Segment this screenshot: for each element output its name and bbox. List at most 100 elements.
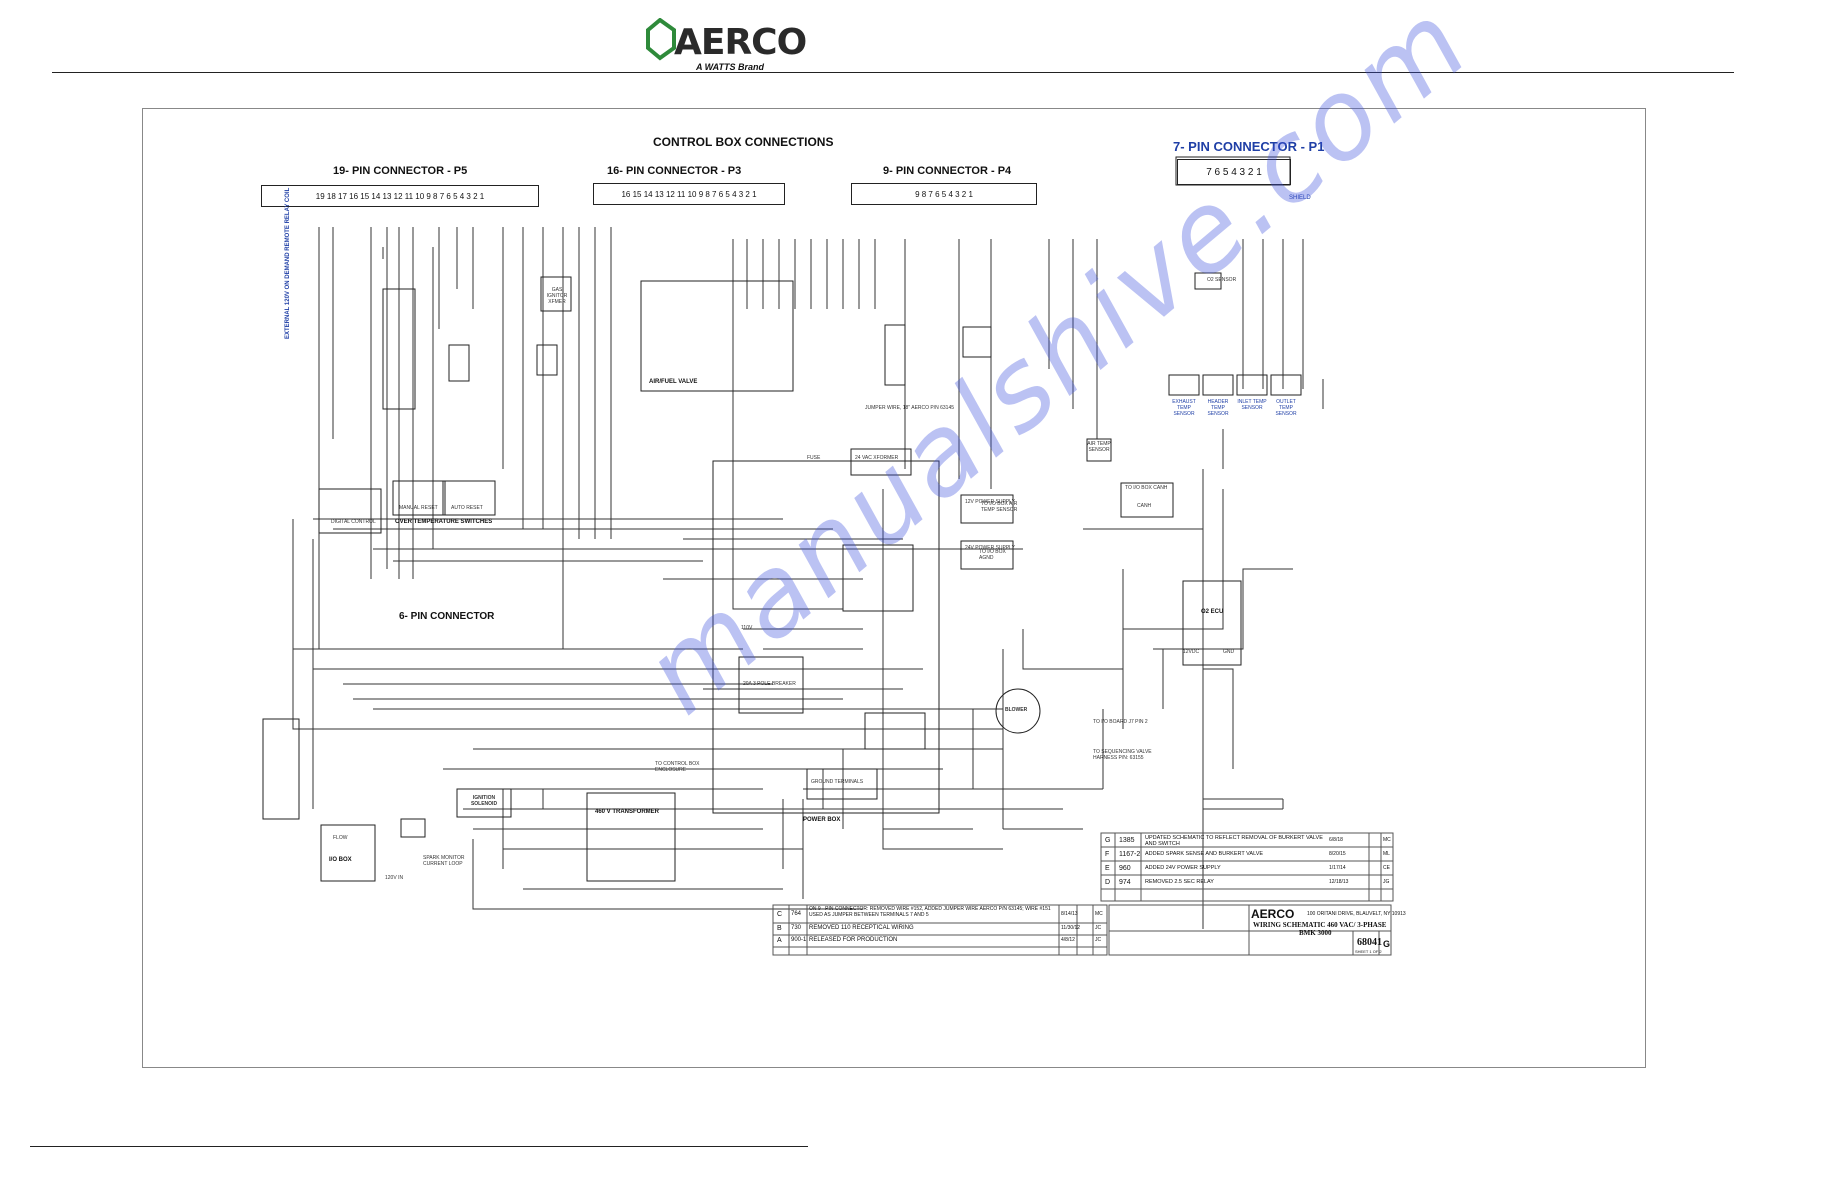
rev-b-rev: B bbox=[777, 925, 782, 932]
fuse-label: FUSE bbox=[807, 455, 821, 461]
p3-pin-numbers: 16 15 14 13 12 11 10 9 8 7 6 5 4 3 2 1 bbox=[621, 189, 757, 199]
transformer-label: 460 V TRANSFORMER bbox=[595, 809, 660, 815]
title-block-company: AERCO bbox=[1251, 907, 1295, 921]
rev-g-date: 6/8/18 bbox=[1329, 837, 1343, 843]
rev-c-rev: C bbox=[777, 911, 783, 918]
ground-terminals-label: GROUND TERMINALS bbox=[811, 779, 864, 785]
rev-a-desc: RELEASED FOR PRODUCTION bbox=[809, 937, 898, 943]
rev-d-date: 12/18/13 bbox=[1329, 879, 1349, 885]
rev-c-date: 8/14/13 bbox=[1061, 911, 1078, 917]
rev-b-by: JC bbox=[1095, 925, 1102, 931]
p5-title: 19- PIN CONNECTOR - P5 bbox=[333, 165, 468, 177]
p5-pin-row: 19 18 17 16 15 14 13 12 11 10 9 8 7 6 5 … bbox=[261, 185, 539, 207]
aerco-logo: AERCO A WATTS Brand bbox=[644, 14, 807, 74]
rev-e-ecn: 960 bbox=[1119, 865, 1131, 872]
rev-c-ecn: 764 bbox=[791, 911, 802, 917]
sensor-exhaust: EXHAUST TEMP SENSOR bbox=[1172, 399, 1196, 417]
o2-sensor-label: O2 SENSOR bbox=[1207, 277, 1237, 283]
rev-c-desc: ON 9 - PIN CONNECTOR: REMOVED WIRE #152,… bbox=[809, 906, 1051, 918]
ecu-label: O2 ECU bbox=[1201, 609, 1224, 615]
logo-mark-icon bbox=[646, 18, 676, 61]
v110-label: 110V bbox=[741, 625, 753, 631]
p4-title: 9- PIN CONNECTOR - P4 bbox=[883, 165, 1012, 177]
rev-f-by: ML bbox=[1383, 851, 1390, 857]
rev-e-date: 1/17/14 bbox=[1329, 865, 1346, 871]
rev-d-ecn: 974 bbox=[1119, 879, 1131, 886]
drawing-number: 68041 bbox=[1357, 937, 1382, 948]
air-temp-sensor-label: AIR TEMP SENSOR bbox=[1087, 441, 1111, 453]
rev-f-rev: F bbox=[1105, 851, 1110, 858]
rev-g-by: MC bbox=[1383, 837, 1391, 843]
drawing-subtitle: BMK 3000 bbox=[1299, 929, 1332, 937]
drawing-title: WIRING SCHEMATIC 460 VAC/ 3-PHASE bbox=[1253, 921, 1387, 929]
to-io-canh-label: TO I/O BOX CANH bbox=[1125, 485, 1168, 491]
ecu-gnd-label: GND bbox=[1223, 649, 1235, 655]
rev-a-ecn: 900-1 bbox=[791, 937, 807, 943]
blower-label: BLOWER bbox=[1005, 707, 1028, 713]
rev-f-desc: ADDED SPARK SENSE AND BURKERT VALVE bbox=[1145, 851, 1264, 857]
sensor-outlet: OUTLET TEMP SENSOR bbox=[1275, 399, 1297, 417]
over-temp-label: OVER TEMPERATURE SWITCHES bbox=[395, 519, 493, 525]
power-box-label: POWER BOX bbox=[803, 817, 841, 823]
schematic-sheet: CONTROL BOX CONNECTIONS 19- PIN CONNECTO… bbox=[142, 108, 1646, 1068]
rev-e-desc: ADDED 24V POWER SUPPLY bbox=[1145, 865, 1221, 871]
main-title: CONTROL BOX CONNECTIONS bbox=[653, 135, 834, 149]
drawing-rev: G bbox=[1383, 939, 1391, 949]
flow-label: FLOW bbox=[333, 835, 348, 841]
gas-ignitor-label: GAS IGNITOR XFMER bbox=[546, 287, 568, 305]
rev-a-rev: A bbox=[777, 937, 782, 944]
shield-label: SHIELD bbox=[1289, 195, 1311, 201]
v120-in-label: 120V IN bbox=[385, 875, 404, 881]
io-box-label: I/O BOX bbox=[329, 857, 352, 863]
to-control-box-label: TO CONTROL BOX ENCLOSURE bbox=[655, 761, 700, 773]
rev-e-rev: E bbox=[1105, 865, 1110, 872]
p1-pin-row: 7 6 5 4 3 2 1 bbox=[1177, 159, 1291, 185]
sheet-number: SHEET 1 OF 2 bbox=[1355, 949, 1382, 954]
spark-loop-label: SPARK MONITOR CURRENT LOOP bbox=[423, 855, 465, 867]
ps-24v-label: 24V POWER SUPPLY bbox=[965, 545, 1015, 551]
to-io-board-label: TO I/O BOARD J7 PIN 2 bbox=[1093, 719, 1148, 725]
rev-g-rev: G bbox=[1105, 837, 1111, 844]
p1-title: 7- PIN CONNECTOR - P1 bbox=[1173, 139, 1325, 154]
to-seq-label: TO SEQUENCING VALVE HARNESS P/N: 63155 bbox=[1093, 749, 1152, 761]
ps-12v-label: 12V POWER SUPPLY bbox=[965, 499, 1015, 505]
rev-a-date: 4/8/12 bbox=[1061, 937, 1075, 943]
rev-b-desc: REMOVED 110 RECEPTICAL WIRING bbox=[809, 925, 914, 931]
remote-relay-label: EXTERNAL 120V ON DEMAND REMOTE RELAY COI… bbox=[285, 187, 291, 339]
rev-e-by: CE bbox=[1383, 865, 1390, 871]
manual-reset-label: MANUAL RESET bbox=[399, 505, 438, 511]
wiring-lines bbox=[262, 156, 1394, 956]
air-fuel-valve-label: AIR/FUEL VALVE bbox=[649, 379, 698, 385]
rev-d-rev: D bbox=[1105, 879, 1111, 886]
digital-control-label: DIGITAL CONTROL bbox=[331, 519, 376, 525]
rev-f-ecn: 1167-2 bbox=[1119, 851, 1141, 858]
rev-d-desc: REMOVED 2.5 SEC RELAY bbox=[1145, 879, 1214, 885]
footer-rule bbox=[30, 1146, 808, 1147]
to-io-agnd-label: TO I/O BOX AGND bbox=[979, 549, 1006, 561]
rev-d-by: JG bbox=[1383, 879, 1390, 885]
rev-a-by: JC bbox=[1095, 937, 1102, 943]
p3-title: 16- PIN CONNECTOR - P3 bbox=[607, 165, 742, 177]
logo-wordmark: AERCO bbox=[674, 22, 807, 63]
header-rule bbox=[52, 72, 1734, 73]
ecu-12vdc-label: 12VDC bbox=[1183, 649, 1200, 655]
auto-reset-label: AUTO RESET bbox=[451, 505, 483, 511]
p3-pin-row: 16 15 14 13 12 11 10 9 8 7 6 5 4 3 2 1 bbox=[593, 183, 785, 205]
rev-g-desc: UPDATED SCHEMATIC TO REFLECT REMOVAL OF … bbox=[1145, 835, 1323, 847]
p5-pin-numbers: 19 18 17 16 15 14 13 12 11 10 9 8 7 6 5 … bbox=[315, 191, 485, 201]
rev-g-ecn: 1385 bbox=[1119, 837, 1135, 844]
sensor-header: HEADER TEMP SENSOR bbox=[1207, 399, 1229, 417]
rev-f-date: 8/20/15 bbox=[1329, 851, 1346, 857]
rev-b-ecn: 730 bbox=[791, 925, 802, 931]
p4-pin-row: 9 8 7 6 5 4 3 2 1 bbox=[851, 183, 1037, 205]
rev-c-by: MC bbox=[1095, 911, 1103, 917]
xformer-24-label: 24 VAC XFORMER bbox=[855, 455, 899, 461]
logo-subtitle: A WATTS Brand bbox=[696, 62, 764, 72]
p1-pin-numbers: 7 6 5 4 3 2 1 bbox=[1206, 166, 1262, 178]
six-pin-title: 6- PIN CONNECTOR bbox=[399, 611, 495, 622]
sensor-inlet: INLET TEMP SENSOR bbox=[1237, 399, 1267, 411]
title-block-address: 100 ORITANI DRIVE, BLAUVELT, NY 10913 bbox=[1307, 911, 1406, 917]
rev-b-date: 11/30/12 bbox=[1061, 925, 1081, 931]
to-io-air-label: TO I/O BOX AIR TEMP SENSOR bbox=[981, 501, 1018, 513]
breaker-label: 20A 3 POLE BREAKER bbox=[743, 681, 796, 687]
